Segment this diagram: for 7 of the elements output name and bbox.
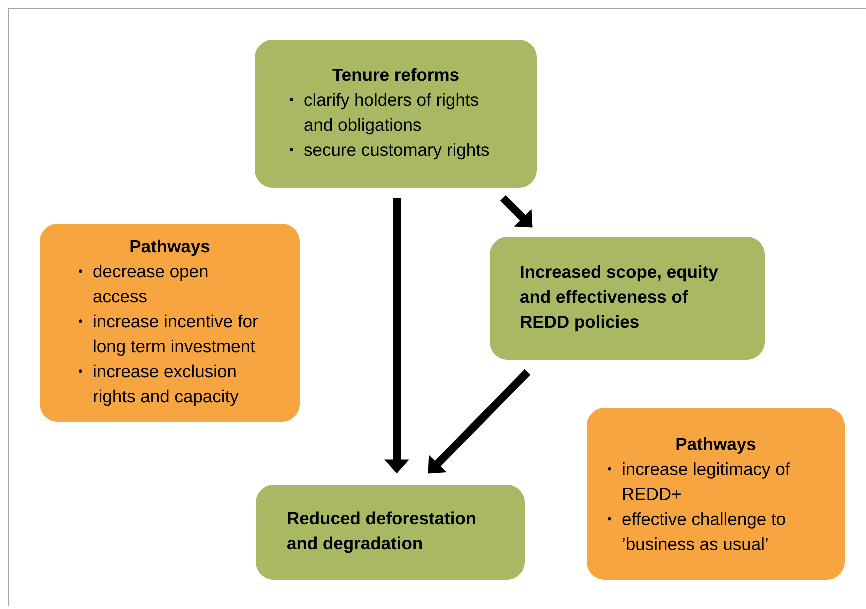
outcome-box: Increased scope, equity and effectiveness of REDD policies [490,237,765,360]
arrow [500,195,533,228]
outcome-box: Tenure reforms clarify holders of rights and obligations secure customary rights [255,40,537,188]
pathways-box: Pathways decrease open access increase incentive for long term investment increase exclusion rights and capacity [40,224,300,422]
pathways-box: Pathways increase legitimacy of REDD+ effective challenge to ’business as usual’ [587,408,845,580]
arrow [428,369,531,474]
outcome-box: Reduced deforestation and degradation [256,485,525,580]
